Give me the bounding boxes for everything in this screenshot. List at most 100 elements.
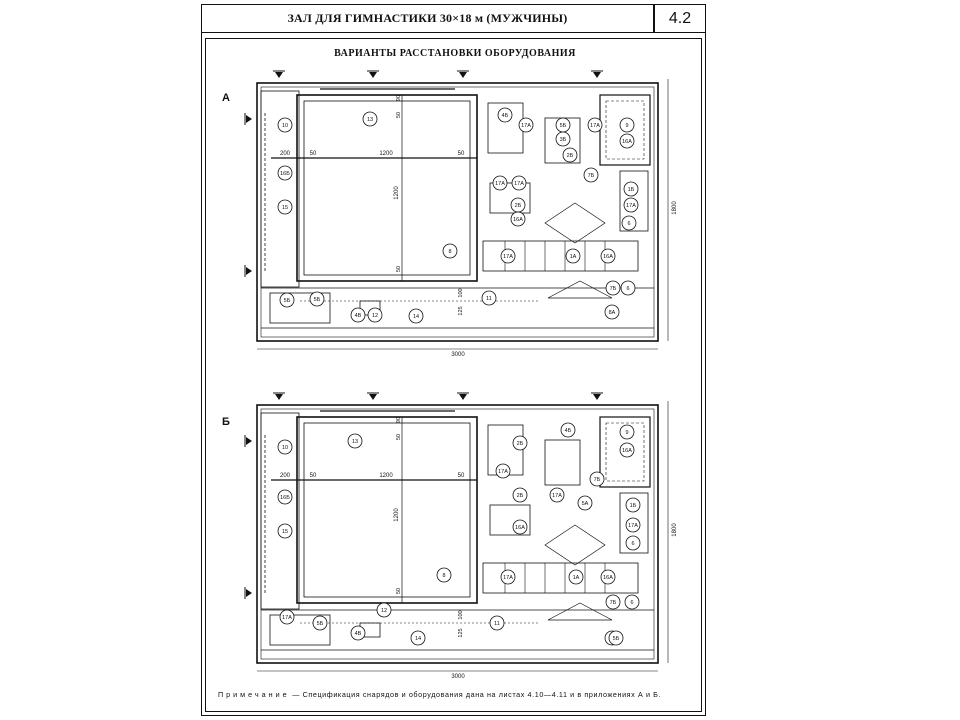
equipment-tag: 6 bbox=[627, 221, 630, 227]
axis-arrow-marker bbox=[369, 72, 377, 78]
equipment-tag: 16А bbox=[622, 139, 632, 145]
equipment-tag-circle bbox=[605, 280, 621, 296]
trampoline bbox=[599, 416, 651, 488]
wall-bench bbox=[260, 90, 300, 288]
equipment-tag-circle bbox=[367, 307, 383, 323]
equipment-row bbox=[482, 240, 639, 272]
equipment-tag-circle bbox=[623, 197, 639, 213]
dimension-label: 90 bbox=[396, 95, 402, 101]
floor-mat bbox=[296, 94, 478, 282]
equipment-tag: 11 bbox=[494, 621, 500, 627]
equipment-tag: 16А bbox=[603, 254, 613, 260]
equipment-tag: 5А bbox=[582, 501, 589, 507]
equipment-outline bbox=[269, 614, 331, 646]
axis-arrow-marker bbox=[246, 115, 252, 123]
equipment-tag: 4В bbox=[355, 313, 362, 319]
equipment-tag: 4Б bbox=[565, 428, 572, 434]
variant-label-b: Б bbox=[222, 416, 230, 428]
equipment-tag: 4Б bbox=[502, 113, 509, 119]
equipment-tag: 17А bbox=[503, 254, 513, 260]
equipment-tag: 17А bbox=[628, 523, 638, 529]
equipment-tag-circle bbox=[492, 175, 508, 191]
dimension-label: 1200 bbox=[379, 151, 393, 157]
equipment-tag: 6 bbox=[631, 541, 634, 547]
equipment-tag-circle bbox=[436, 567, 452, 583]
dimension-label: 50 bbox=[396, 112, 402, 118]
equipment-tag-circle bbox=[279, 292, 295, 308]
equipment-tag-circle bbox=[277, 489, 293, 505]
dimension-label: 3000 bbox=[451, 352, 465, 358]
dimension-label: 50 bbox=[396, 588, 402, 594]
equipment-tag-circle bbox=[309, 291, 325, 307]
axis-arrow-marker bbox=[459, 394, 467, 400]
equipment-tag: 16Б bbox=[280, 171, 290, 177]
equipment-tag: 17А bbox=[514, 181, 524, 187]
equipment-tag: 12 bbox=[372, 313, 378, 319]
dimension-label: 50 bbox=[458, 473, 465, 479]
equipment-tag-circle bbox=[511, 175, 527, 191]
equipment-tag: 7Б bbox=[610, 600, 617, 606]
axis-arrow-marker bbox=[246, 589, 252, 597]
drawing-frame bbox=[205, 38, 702, 712]
equipment-tag-circle bbox=[619, 442, 635, 458]
equipment-tag-circle bbox=[500, 248, 516, 264]
equipment-tag: 2Б bbox=[515, 203, 522, 209]
equipment-tag-circle bbox=[279, 609, 295, 625]
equipment-tag-circle bbox=[621, 215, 637, 231]
variant-label-a: А bbox=[222, 92, 230, 104]
dimension-label: 1800 bbox=[672, 201, 678, 215]
equipment-tag: 16А bbox=[515, 525, 525, 531]
equipment-tag-circle bbox=[410, 630, 426, 646]
dimension-label: 90 bbox=[396, 417, 402, 423]
dimension-label: 1200 bbox=[394, 508, 400, 522]
equipment-outline bbox=[619, 170, 649, 232]
equipment-tag-circle bbox=[619, 117, 635, 133]
axis-arrow-marker bbox=[246, 267, 252, 275]
equipment-tag-circle bbox=[625, 497, 641, 513]
equipment-tag-circle bbox=[408, 308, 424, 324]
floor-mat bbox=[296, 416, 478, 604]
equipment-tag-circle bbox=[518, 117, 534, 133]
equipment-tag: 1А bbox=[573, 575, 580, 581]
equipment-tag: 2Б bbox=[517, 493, 524, 499]
dimension-label: 200 bbox=[280, 151, 291, 157]
floor-mat-inner bbox=[303, 422, 471, 598]
equipment-tag-circle bbox=[562, 147, 578, 163]
equipment-tag-circle bbox=[619, 133, 635, 149]
equipment-tag-circle bbox=[350, 625, 366, 641]
equipment-outline bbox=[489, 182, 531, 214]
equipment-tag-circle bbox=[604, 304, 620, 320]
equipment-tag-circle bbox=[350, 307, 366, 323]
equipment-tag-circle bbox=[442, 243, 458, 259]
equipment-tag: 16А bbox=[622, 448, 632, 454]
equipment-tag: 13 bbox=[367, 117, 373, 123]
dimension-label: 125 bbox=[458, 628, 464, 637]
trampoline-inner bbox=[605, 422, 645, 482]
equipment-tag-circle bbox=[605, 594, 621, 610]
equipment-tag: 6 bbox=[626, 286, 629, 292]
hall-outline bbox=[256, 82, 659, 342]
equipment-tag-circle bbox=[512, 487, 528, 503]
floor-marking bbox=[544, 524, 606, 566]
equipment-tag-circle bbox=[489, 615, 505, 631]
equipment-tag-circle bbox=[565, 248, 581, 264]
hall-outline bbox=[256, 404, 659, 664]
equipment-tag: 11 bbox=[486, 296, 492, 302]
equipment-tag: 16А bbox=[513, 217, 523, 223]
equipment-tag: 17А bbox=[498, 469, 508, 475]
equipment-outline bbox=[489, 504, 531, 536]
equipment-tag: 2Б bbox=[567, 153, 574, 159]
footnote-text: — Спецификация снарядов и оборудования д… bbox=[289, 690, 662, 699]
equipment-tag-circle bbox=[600, 569, 616, 585]
equipment-tag-circle bbox=[625, 535, 641, 551]
dimension-label: 100 bbox=[458, 610, 464, 619]
equipment-tag: 2Б bbox=[517, 441, 524, 447]
equipment-tag: 12 bbox=[381, 608, 387, 614]
equipment-tag: 5Б bbox=[560, 123, 567, 129]
dimension-label: 1200 bbox=[379, 473, 393, 479]
wall-bench bbox=[260, 412, 300, 610]
equipment-tag-circle bbox=[620, 280, 636, 296]
equipment-tag-circle bbox=[568, 569, 584, 585]
